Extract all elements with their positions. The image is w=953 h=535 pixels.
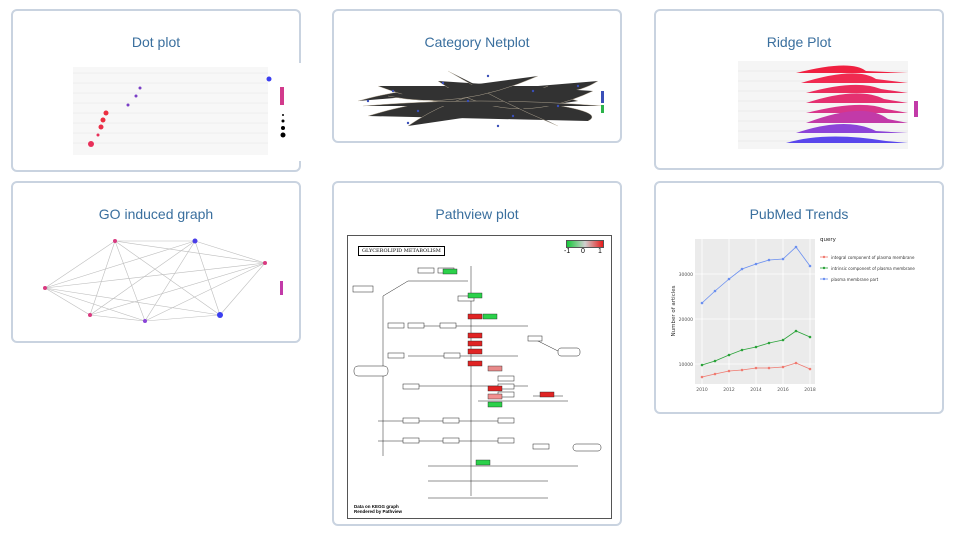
card-title: Dot plot <box>131 34 181 50</box>
footer-line: Rendered by Pathview <box>354 509 403 514</box>
dot-plot-thumbnail <box>61 63 306 161</box>
y-tick: 10000 <box>679 362 693 368</box>
dot-plot-point <box>138 86 142 90</box>
card-title: Ridge Plot <box>766 34 832 50</box>
legend-entry: integral component of plasma membrane <box>831 255 915 260</box>
pathview-thumbnail: GLYCEROLIPID METABOLISM -1 0 1 <box>347 235 612 519</box>
x-tick: 2018 <box>804 387 816 393</box>
card-category-netplot[interactable]: Category Netplot <box>332 9 622 143</box>
dot-plot-point <box>103 110 109 116</box>
y-tick: 30000 <box>679 272 693 278</box>
dot-plot-point <box>100 117 106 123</box>
pubmed-trends-thumbnail: Number of articles 10000 20000 30000 201… <box>670 231 938 399</box>
pathview-footer: Data on KEGG graph Rendered by Pathview <box>354 504 402 514</box>
card-title: Category Netplot <box>424 34 530 50</box>
footer-line: Data on KEGG graph <box>354 504 399 509</box>
dot-plot-point <box>126 103 130 107</box>
card-dot-plot[interactable]: Dot plot <box>11 9 306 172</box>
x-tick: 2012 <box>723 387 735 393</box>
x-tick: 2014 <box>750 387 762 393</box>
pathview-color-legend: -1 0 1 <box>564 240 604 255</box>
dot-plot-point <box>134 94 138 98</box>
legend-label-high: 1 <box>598 248 602 255</box>
y-tick: 20000 <box>679 317 693 323</box>
x-tick: 2010 <box>696 387 708 393</box>
card-pubmed-trends[interactable]: PubMed Trends Number of articles 10000 2… <box>654 181 944 414</box>
dot-plot-point <box>266 76 272 82</box>
ridge-plot-thumbnail <box>676 61 934 161</box>
card-pathview-plot[interactable]: Pathview plot GLYCEROLIPID METABOLISM -1… <box>332 181 622 526</box>
legend-label-mid: 0 <box>581 248 585 255</box>
dot-plot-point <box>88 141 94 147</box>
card-title: PubMed Trends <box>749 206 849 222</box>
card-go-induced-graph[interactable]: GO induced graph <box>11 181 301 343</box>
go-graph-thumbnail <box>35 233 293 328</box>
y-axis-label: Number of articles <box>671 285 677 336</box>
legend-title: query <box>820 237 837 243</box>
legend-label-low: -1 <box>564 248 571 255</box>
pathview-title: GLYCEROLIPID METABOLISM <box>358 246 445 256</box>
category-netplot-thumbnail <box>348 61 613 136</box>
legend-entry: plasma membrane part <box>831 277 879 282</box>
x-tick: 2016 <box>777 387 789 393</box>
card-ridge-plot[interactable]: Ridge Plot <box>654 9 944 170</box>
legend-entry: intrinsic component of plasma membrane <box>831 266 915 271</box>
card-title: Pathview plot <box>435 206 519 222</box>
dot-plot-point <box>96 133 100 137</box>
dot-plot-point <box>98 124 104 130</box>
card-title: GO induced graph <box>98 206 214 222</box>
